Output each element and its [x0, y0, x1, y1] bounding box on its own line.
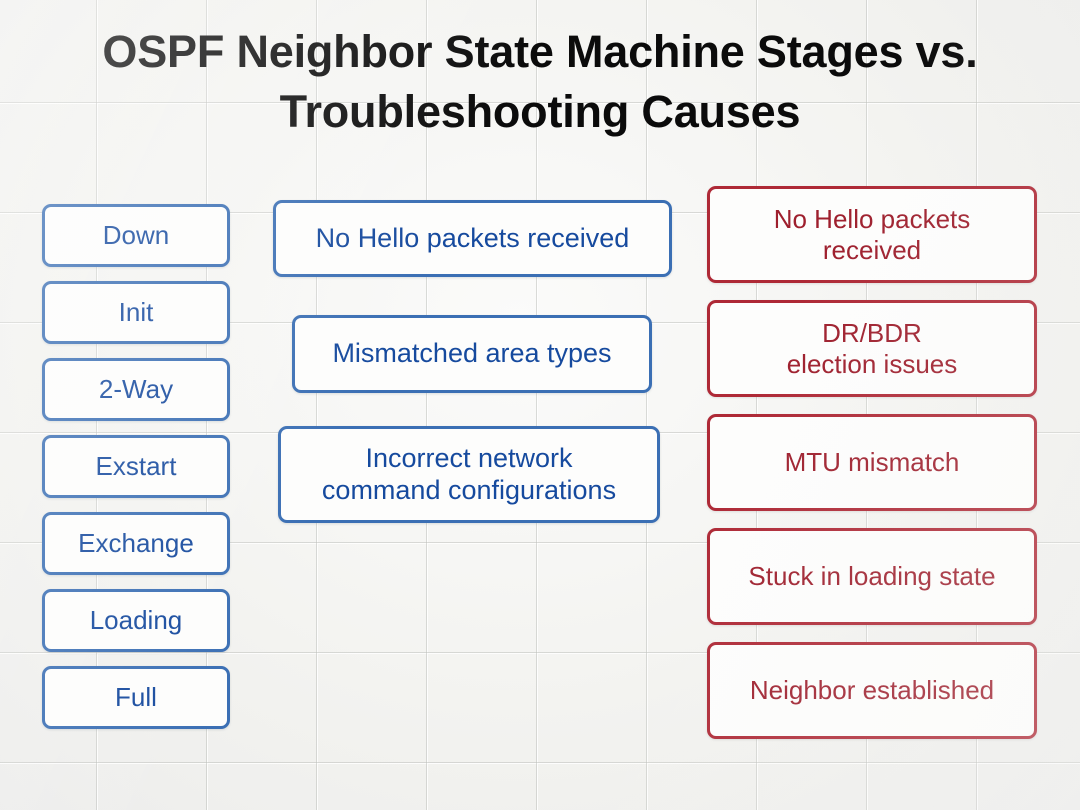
issue-label-mtu-mismatch: MTU mismatch — [784, 447, 960, 478]
page-title: OSPF Neighbor State Machine Stages vs. T… — [0, 22, 1080, 142]
issue-label-neighbor-established: Neighbor established — [749, 675, 995, 706]
cause-box-mismatched-area-types[interactable]: Mismatched area types — [292, 315, 652, 393]
state-label-down: Down — [102, 220, 170, 251]
cause-box-no-hello-packets[interactable]: No Hello packets received — [273, 200, 672, 277]
issue-box-mtu-mismatch[interactable]: MTU mismatch — [707, 414, 1037, 511]
cause-label-mismatched-area-types: Mismatched area types — [332, 338, 612, 369]
page-title-line-1: OSPF Neighbor State Machine Stages vs. — [102, 26, 978, 77]
issue-box-stuck-in-loading-state[interactable]: Stuck in loading state — [707, 528, 1037, 625]
issue-label-dr-bdr-election-line-2: election issues — [786, 348, 958, 379]
issue-box-dr-bdr-election[interactable]: DR/BDR election issues — [707, 300, 1037, 397]
state-box-init[interactable]: Init — [42, 281, 230, 344]
state-box-loading[interactable]: Loading — [42, 589, 230, 652]
issue-label-dr-bdr-election: DR/BDR election issues — [710, 318, 1034, 379]
cause-label-incorrect-network-command-line-1: Incorrect network — [365, 442, 573, 473]
issue-label-no-hello-packets-received-line-1: No Hello packets — [773, 204, 971, 235]
issue-label-no-hello-packets-received-line-2: received — [822, 234, 922, 265]
issue-label-dr-bdr-election-line-1: DR/BDR — [822, 318, 922, 349]
state-box-down[interactable]: Down — [42, 204, 230, 267]
issue-label-no-hello-packets-received: No Hello packets received — [710, 204, 1034, 265]
cause-box-incorrect-network-command[interactable]: Incorrect network command configurations — [278, 426, 660, 523]
state-label-init: Init — [118, 297, 154, 328]
issue-box-neighbor-established[interactable]: Neighbor established — [707, 642, 1037, 739]
state-box-2-way[interactable]: 2-Way — [42, 358, 230, 421]
state-label-exstart: Exstart — [95, 451, 177, 482]
issue-box-no-hello-packets-received[interactable]: No Hello packets received — [707, 186, 1037, 283]
cause-label-incorrect-network-command: Incorrect network command configurations — [281, 443, 657, 506]
state-box-exchange[interactable]: Exchange — [42, 512, 230, 575]
state-label-loading: Loading — [89, 605, 183, 636]
issue-label-stuck-in-loading-state: Stuck in loading state — [748, 561, 996, 592]
state-label-full: Full — [115, 682, 157, 713]
state-box-exstart[interactable]: Exstart — [42, 435, 230, 498]
state-label-2-way: 2-Way — [98, 374, 174, 405]
page-title-line-2: Troubleshooting Causes — [279, 85, 801, 137]
cause-label-no-hello-packets: No Hello packets received — [315, 222, 630, 253]
state-box-full[interactable]: Full — [42, 666, 230, 729]
cause-label-incorrect-network-command-line-2: command configurations — [321, 474, 617, 505]
state-label-exchange: Exchange — [78, 528, 194, 559]
